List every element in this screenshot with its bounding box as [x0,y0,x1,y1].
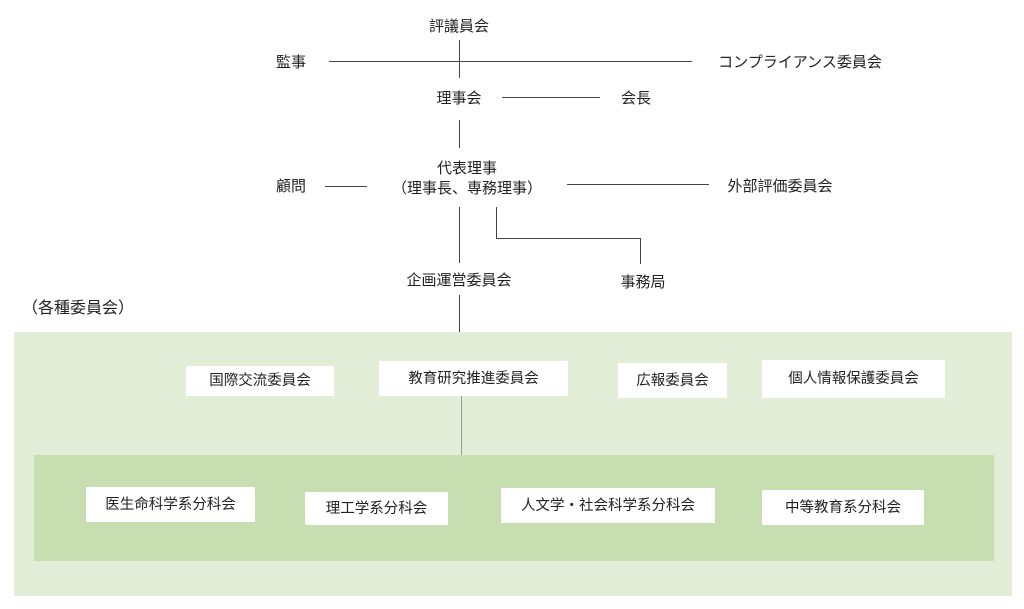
planning-committee-node: 企画運営委員会 [406,271,512,289]
committee-education-research: 教育研究推進委員会 [379,361,568,396]
connector-advisor [325,186,367,187]
connector-planning-committees [459,295,460,332]
committees-label: （各種委員会） [22,298,135,317]
subcommittee-science-engineering: 理工学系分科会 [305,492,448,525]
connector-external-eval [567,184,709,185]
connector-committees-subcommittees [461,396,462,455]
auditor-node: 監事 [275,53,306,71]
subcommittee-humanities-social-science: 人文学・社会科学系分科会 [501,488,715,523]
president-node: 会長 [620,89,651,107]
committee-international-exchange: 国際交流委員会 [186,366,334,396]
representative-director-node: 代表理事 （理事長、専務理事） [370,158,564,198]
connector-board-president [502,97,600,98]
representative-director-subtitle: （理事長、専務理事） [391,179,542,197]
representative-director-title: 代表理事 [436,159,497,177]
connector-director-secretariat-h [496,238,641,239]
secretariat-node: 事務局 [620,273,666,291]
connector-director-secretariat-v1 [496,207,497,238]
council-node: 評議員会 [428,17,489,35]
external-evaluation-committee-node: 外部評価委員会 [727,177,833,195]
connector-director-planning [459,207,460,263]
connector-director-secretariat-v2 [640,238,641,264]
connector-board-director [459,120,460,148]
subcommittee-medical-life-science: 医生命科学系分科会 [86,487,255,522]
connector-auditor-compliance [329,61,692,62]
compliance-committee-node: コンプライアンス委員会 [718,53,882,71]
committee-public-relations: 広報委員会 [618,363,727,398]
committee-privacy-protection: 個人情報保護委員会 [762,360,945,398]
connector-council-board [459,40,460,78]
subcommittee-secondary-education: 中等教育系分科会 [762,490,924,525]
board-node: 理事会 [436,89,482,107]
advisor-node: 顧問 [275,177,306,195]
